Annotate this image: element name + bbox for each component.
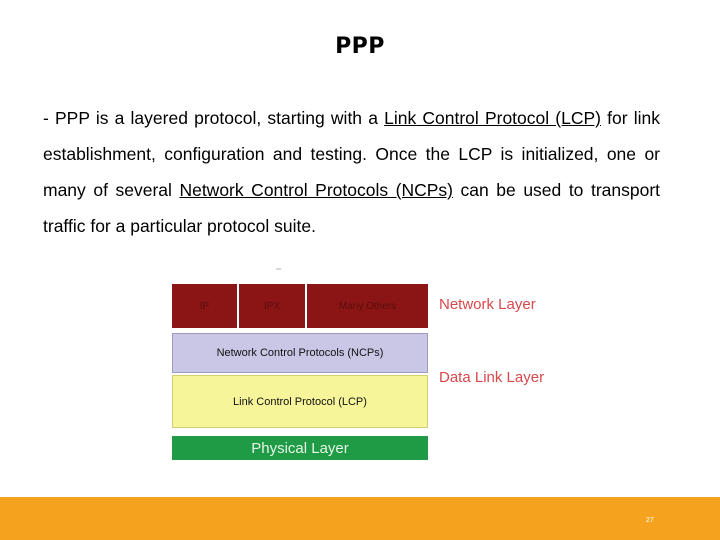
physical-layer-box: Physical Layer [172, 436, 428, 460]
body-paragraph: - PPP is a layered protocol, starting wi… [43, 100, 660, 244]
network-layer-label: Network Layer [439, 296, 536, 313]
para-text-3: can be used to transport traffic for a p… [43, 180, 661, 236]
lcp-link-text: Link Control Protocol (LCP) [384, 108, 602, 128]
lcp-layer-box: Link Control Protocol (LCP) [172, 375, 428, 428]
data-link-layer-label: Data Link Layer [439, 369, 545, 386]
network-cell-many-others: Many Others [307, 284, 428, 328]
slide-title: PPP [335, 34, 385, 59]
footer-bar [0, 497, 720, 540]
decorative-tick [276, 268, 281, 270]
ncp-layer-box: Network Control Protocols (NCPs) [172, 333, 428, 373]
ncp-link-text: Network Control Protocols (NCPs) [179, 180, 453, 200]
para-text-2: for link establishment, configuration an… [43, 108, 661, 200]
network-cell-ipx: IPX [239, 284, 305, 328]
para-text-1: - PPP is a layered protocol, starting wi… [43, 108, 385, 128]
page-number: 27 [646, 517, 654, 524]
network-cell-ip: IP [172, 284, 237, 328]
